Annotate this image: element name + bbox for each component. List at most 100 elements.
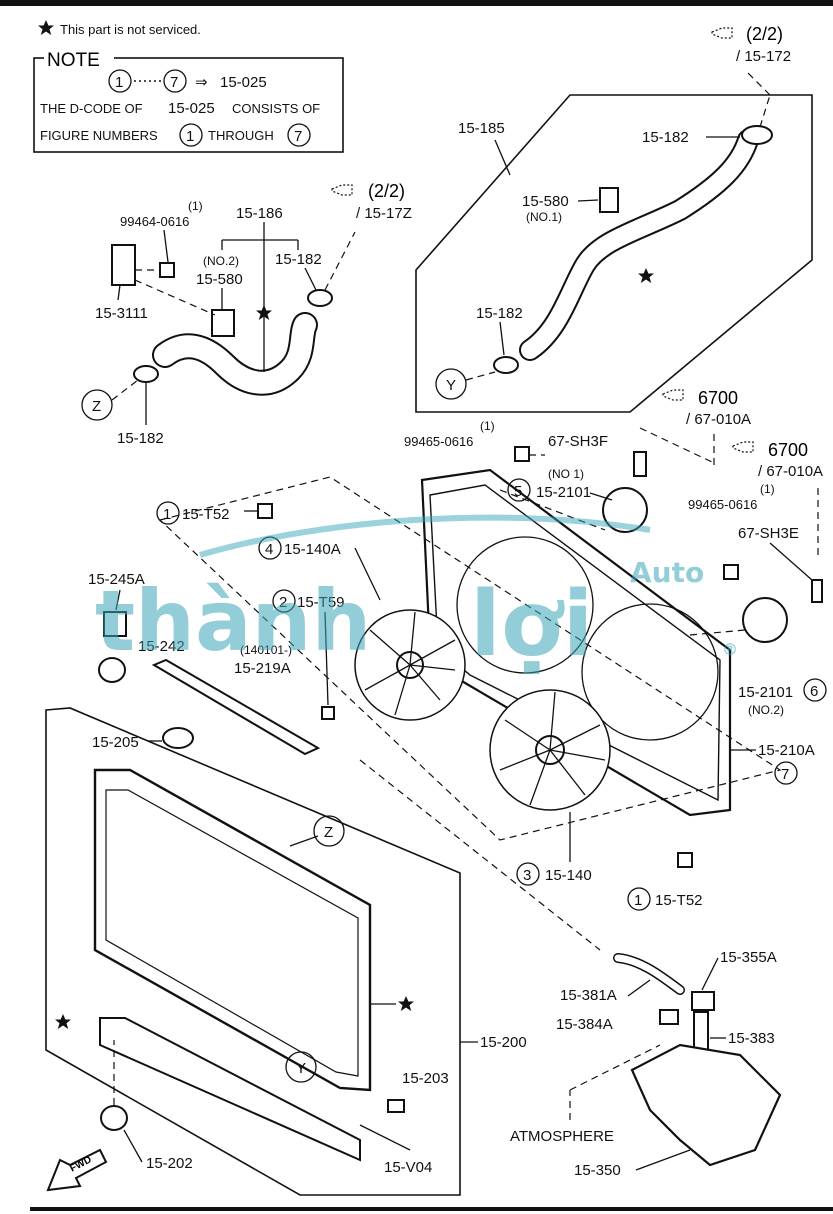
ref-code: / 15-172 [736,48,791,65]
label-15-580: 15-580 [522,193,569,210]
bottom-border [30,1207,833,1211]
label-99464-0616: 99464-0616 [120,214,189,229]
watermark-text: lợi [470,572,594,677]
label-15-203: 15-203 [402,1070,449,1087]
lower-radiator-hose [154,314,316,394]
watermark-text: thành [95,572,371,670]
label-15-210a: 15-210A [758,742,815,759]
svg-text:(2/2): (2/2) [368,181,405,201]
svg-text:1: 1 [186,128,194,145]
legend: This part is not serviced. NOTE 1 7 ⇒ 15… [33,20,344,153]
svg-text:(1): (1) [480,419,495,433]
note-arrow: ⇒ [195,74,208,91]
overflow-hose [614,954,684,994]
upper-hose-group: 15-185 15-182 15-580 (NO.1) 15-182 Y (2/… [415,24,813,413]
watermark-brand: Auto [630,556,704,589]
label-15-383: 15-383 [728,1030,775,1047]
label-15-t52: 15-T52 [655,892,703,909]
label-15-245a: 15-245A [88,571,145,588]
svg-text:Y: Y [296,1060,306,1077]
label-15-580: 15-580 [196,271,243,288]
watermark: thành lợi Auto ® [95,514,738,677]
upper-hose-box [415,94,813,413]
small-parts-left: 1 15-T52 4 15-140A 15-245A 2 15-T59 15-2… [88,501,381,756]
note-line3a: FIGURE NUMBERS [40,128,158,143]
watermark-swoosh [199,514,651,558]
note-target: 15-025 [220,74,267,91]
label-15-182: 15-182 [642,129,689,146]
label-atmosphere: ATMOSPHERE [510,1128,614,1145]
label-15-242: 15-242 [138,638,185,655]
upper-radiator-hose [521,131,757,359]
mount-cushion [98,657,126,683]
label-15-182: 15-182 [476,305,523,322]
radiator-box [45,707,461,1196]
mount-cushion [100,1105,128,1131]
label-15-t59: 15-T59 [297,594,345,611]
label-99465-0616: 99465-0616 [404,434,473,449]
fan-shroud-group: (1) 99465-0616 67-SH3F 6700 / 67-010A 67… [158,388,827,841]
svg-text:Y: Y [446,377,456,394]
svg-text:(NO.2): (NO.2) [748,703,784,717]
label-15-186: 15-186 [236,205,283,222]
note-from: 1 [115,74,123,91]
nut [321,706,335,720]
hose-clamp [307,289,333,307]
svg-text:1: 1 [634,892,642,909]
hose-clamp [493,356,519,374]
bolt [159,262,175,278]
svg-text:/ 67-010A: / 67-010A [758,463,823,480]
reference-icon [711,27,733,39]
label-15-3111: 15-3111 [95,305,148,322]
connector-z-callout [81,389,113,421]
star-note: This part is not serviced. [60,22,201,37]
clip [103,611,127,637]
svg-text:(140101-): (140101-) [240,643,292,657]
hose-clamp [741,125,773,145]
label-67-sh3e: 67-SH3E [738,525,799,542]
svg-text:1: 1 [163,506,171,523]
svg-text:(NO.2): (NO.2) [203,254,239,268]
label-15-2101: 15-2101 [536,484,591,501]
svg-text:6700: 6700 [698,388,738,408]
reservoir-cap [691,991,715,1011]
bolt [677,852,693,868]
label-15-200: 15-200 [480,1034,527,1051]
svg-text:5: 5 [514,483,522,500]
seal-strip [151,658,321,756]
label-15-355a: 15-355A [720,949,777,966]
reservoir-group: 1 15-T52 3 15-140 15-381A 15-355A 15-384… [359,759,782,1179]
note-title: NOTE [47,50,100,71]
fan-motor-no2 [742,597,788,643]
top-border [0,0,833,6]
drain-plug [387,1099,405,1113]
svg-text:4: 4 [265,541,273,558]
radiator-core [93,768,372,1092]
fan-blade-lower [489,689,611,811]
connector [633,451,647,477]
ref-frac: (2/2) [746,24,783,44]
label-15-v04: 15-V04 [384,1159,432,1176]
svg-text:6: 6 [810,683,818,700]
circle-number [108,69,132,93]
svg-text:®: ® [722,640,738,659]
bolt [257,503,273,519]
label-15-219a: 15-219A [234,660,291,677]
svg-text:/ 15-17Z: / 15-17Z [356,205,412,222]
note-box [33,57,344,153]
hose-clip [599,187,619,213]
radiator-group: 15-205 Z 15-200 Y 15-203 15-202 15-V04 F… [45,707,527,1196]
label-15-t52: 15-T52 [182,506,230,523]
svg-text:Z: Z [324,824,333,841]
coolant-reservoir [630,1043,782,1167]
label-15-182: 15-182 [117,430,164,447]
label-no1: (NO.1) [526,210,562,224]
svg-text:(1): (1) [188,199,203,213]
note-line2b: 15-025 [168,100,215,117]
label-99465-0616: 99465-0616 [688,497,757,512]
label-15-140: 15-140 [545,867,592,884]
note-line3b: THROUGH [208,128,274,143]
label-15-140a: 15-140A [284,541,341,558]
hose-clamp [133,365,159,383]
label-15-381a: 15-381A [560,987,617,1004]
